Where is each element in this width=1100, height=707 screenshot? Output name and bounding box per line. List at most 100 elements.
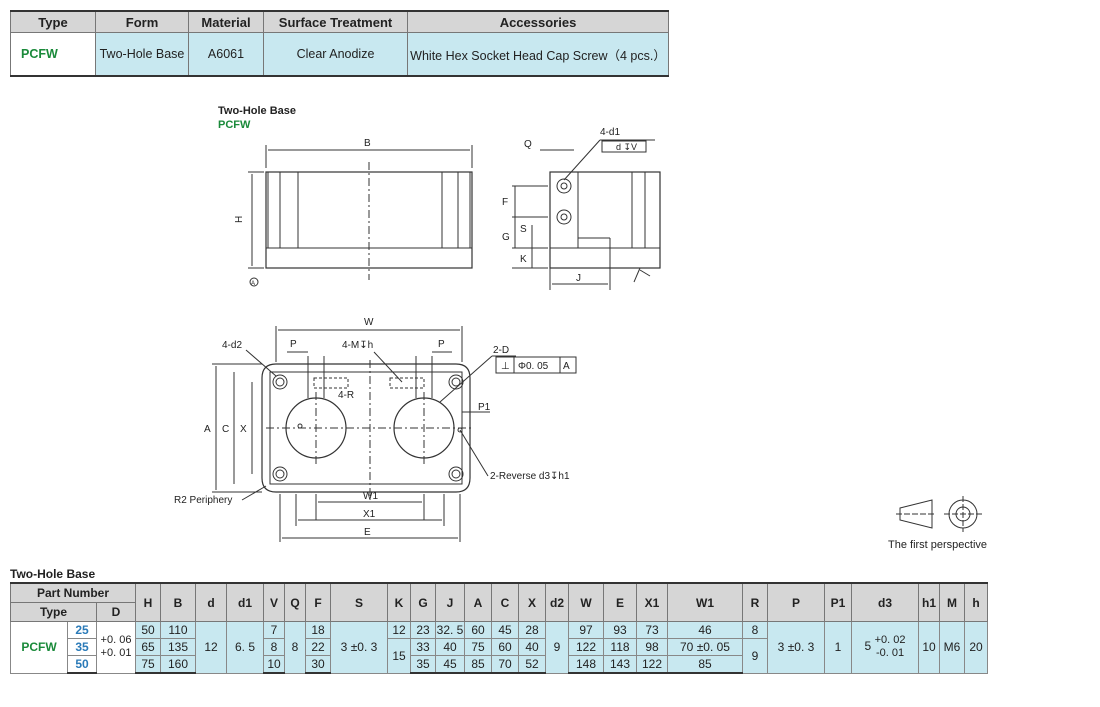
label-Q: Q	[524, 139, 532, 150]
cell: 97	[568, 621, 604, 639]
cell: 32. 5	[435, 621, 465, 639]
col-d1: d1	[226, 582, 264, 622]
label-H: H	[234, 216, 245, 223]
cell: 70	[491, 655, 519, 674]
cell: 45	[435, 655, 465, 674]
label-G: G	[502, 232, 510, 243]
col-J: J	[435, 582, 465, 622]
col-X: X	[518, 582, 546, 622]
col-M: M	[939, 582, 965, 622]
cell: 110	[160, 621, 196, 639]
cell: 73	[636, 621, 668, 639]
cell: 122	[636, 655, 668, 674]
spec-form: Two-Hole Base	[95, 32, 189, 77]
col-P: P	[767, 582, 825, 622]
cell: 8	[742, 621, 768, 639]
cell: 9	[742, 638, 768, 674]
spec-material: A6061	[188, 32, 264, 77]
label-Mh: 4-M↧h	[342, 340, 373, 351]
col-W: W	[568, 582, 604, 622]
cell: 8	[284, 621, 306, 674]
d-header: D	[96, 602, 136, 622]
col-G: G	[410, 582, 436, 622]
drawing-code: PCFW	[218, 119, 251, 131]
col-B: B	[160, 582, 196, 622]
col-Q: Q	[284, 582, 306, 622]
cell: 18	[305, 621, 331, 639]
label-X: X	[240, 424, 247, 435]
cell: 50	[135, 621, 161, 639]
cell: 22	[305, 638, 331, 656]
cell: 5	[864, 639, 872, 654]
cell: 143	[603, 655, 637, 674]
front-view: B H A	[234, 138, 473, 287]
label-reverse: 2-Reverse d3↧h1	[490, 471, 570, 482]
cell: 45	[491, 621, 519, 639]
cell: 33	[410, 638, 436, 656]
dims-type: PCFW	[10, 621, 68, 674]
type-header: Type	[10, 602, 97, 622]
cell: 8	[263, 638, 285, 656]
label-R: 4-R	[338, 390, 354, 401]
cell: 75	[464, 638, 492, 656]
col-S: S	[330, 582, 388, 622]
cell: 40	[518, 638, 546, 656]
col-W1: W1	[667, 582, 743, 622]
spec-header-type: Type	[10, 10, 96, 33]
cell: 40	[435, 638, 465, 656]
row-D: 25	[67, 621, 97, 639]
cell: 6. 5	[226, 621, 264, 674]
cell: 118	[603, 638, 637, 656]
spec-header-accessories: Accessories	[407, 10, 669, 33]
label-dV: d ↧V	[616, 142, 637, 152]
perspective-label: The first perspective	[888, 539, 987, 551]
col-d2: d2	[545, 582, 569, 622]
label-S: S	[520, 224, 527, 235]
dims-table: Part Number H B d d1 V Q F S K G J A C X…	[10, 582, 988, 674]
col-d: d	[195, 582, 227, 622]
col-H: H	[135, 582, 161, 622]
label-C: C	[222, 424, 229, 435]
cell: 70	[680, 640, 694, 654]
col-d3: d3	[851, 582, 919, 622]
cell: 28	[518, 621, 546, 639]
row-D: 50	[67, 655, 97, 674]
cell: 3	[340, 640, 348, 655]
label-d1: 4-d1	[600, 127, 620, 138]
cell: 20	[964, 621, 988, 674]
cell: 10	[263, 655, 285, 674]
cell: 60	[464, 621, 492, 639]
cell: 12	[195, 621, 227, 674]
cell: 23	[410, 621, 436, 639]
technical-drawing: Two-Hole Base PCFW B H A	[174, 105, 987, 551]
spec-header-material: Material	[188, 10, 264, 33]
col-F: F	[305, 582, 331, 622]
label-A-datum: A	[251, 281, 255, 287]
cell: 85	[698, 657, 712, 671]
cell: 52	[518, 655, 546, 674]
cell: 15	[387, 638, 411, 674]
cell: 93	[603, 621, 637, 639]
label-E: E	[364, 527, 371, 538]
label-B: B	[364, 138, 371, 149]
spec-header-form: Form	[95, 10, 189, 33]
cell: ±0. 05	[696, 640, 730, 654]
cell: 75	[135, 655, 161, 674]
col-X1: X1	[636, 582, 668, 622]
col-E: E	[603, 582, 637, 622]
cell: 3	[777, 640, 785, 655]
spec-surface: Clear Anodize	[263, 32, 408, 77]
cell: 30	[305, 655, 331, 674]
label-X1: X1	[363, 509, 376, 520]
col-A: A	[464, 582, 492, 622]
spec-table: Type Form Material Surface Treatment Acc…	[10, 10, 669, 77]
spec-type: PCFW	[10, 32, 96, 77]
cell: 10	[918, 621, 940, 674]
label-W: W	[364, 317, 374, 328]
cell: 135	[160, 638, 196, 656]
label-D-note: 2-D	[493, 345, 509, 356]
label-tol: Φ0. 05	[518, 361, 549, 372]
label-P-right: P	[438, 339, 445, 350]
cell: 148	[568, 655, 604, 674]
cell: 46	[698, 623, 712, 637]
